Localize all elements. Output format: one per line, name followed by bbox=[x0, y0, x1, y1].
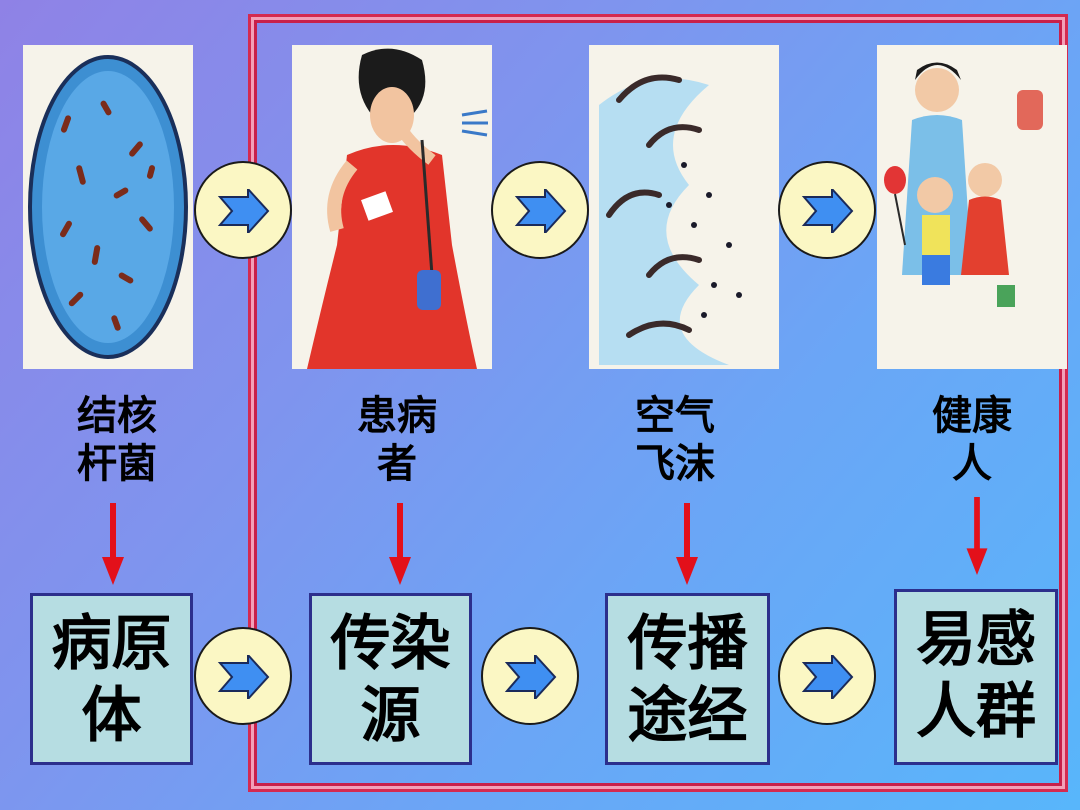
box-line: 易感 bbox=[916, 605, 1036, 675]
airborne-droplets-illustration bbox=[589, 45, 779, 369]
label-air-droplets: 空气 飞沫 bbox=[605, 392, 745, 488]
right-arrow-icon bbox=[778, 161, 876, 259]
box-line: 传播 bbox=[627, 609, 748, 679]
bacteria-illustration bbox=[23, 45, 193, 369]
right-arrow-icon bbox=[481, 627, 579, 725]
label-line: 结核 bbox=[77, 393, 157, 439]
label-line: 患病 bbox=[357, 393, 437, 439]
label-line: 人 bbox=[952, 441, 992, 487]
box-line: 人群 bbox=[916, 677, 1036, 747]
box-line: 传染 bbox=[330, 609, 451, 679]
right-arrow-icon bbox=[778, 627, 876, 725]
box-line: 源 bbox=[360, 681, 421, 751]
sick-woman-illustration bbox=[292, 45, 492, 369]
down-arrow-icon bbox=[102, 503, 124, 585]
right-arrow-icon bbox=[491, 161, 589, 259]
right-arrow-icon bbox=[194, 161, 292, 259]
down-arrow-icon bbox=[389, 503, 411, 585]
label-line: 空气 bbox=[635, 393, 715, 439]
box-line: 病原 bbox=[51, 609, 172, 679]
right-arrow-icon bbox=[194, 627, 292, 725]
down-arrow-icon bbox=[676, 503, 698, 585]
label-patient: 患病 者 bbox=[327, 392, 467, 488]
label-line: 飞沫 bbox=[635, 441, 715, 487]
label-line: 健康 bbox=[932, 393, 1012, 439]
label-line: 者 bbox=[377, 441, 417, 487]
box-infection-source: 传染 源 bbox=[309, 593, 472, 765]
box-line: 途经 bbox=[627, 681, 748, 751]
down-arrow-icon bbox=[966, 497, 988, 575]
box-pathogen: 病原 体 bbox=[30, 593, 193, 765]
label-line: 杆菌 bbox=[77, 441, 157, 487]
label-healthy-person: 健康 人 bbox=[902, 392, 1042, 488]
highlight-frame bbox=[248, 14, 1068, 792]
healthy-family-illustration bbox=[877, 45, 1067, 369]
box-transmission-route: 传播 途经 bbox=[605, 593, 770, 765]
label-tuberculosis-bacillus: 结核 杆菌 bbox=[47, 392, 187, 488]
box-susceptible-population: 易感 人群 bbox=[894, 589, 1058, 765]
box-line: 体 bbox=[81, 681, 142, 751]
